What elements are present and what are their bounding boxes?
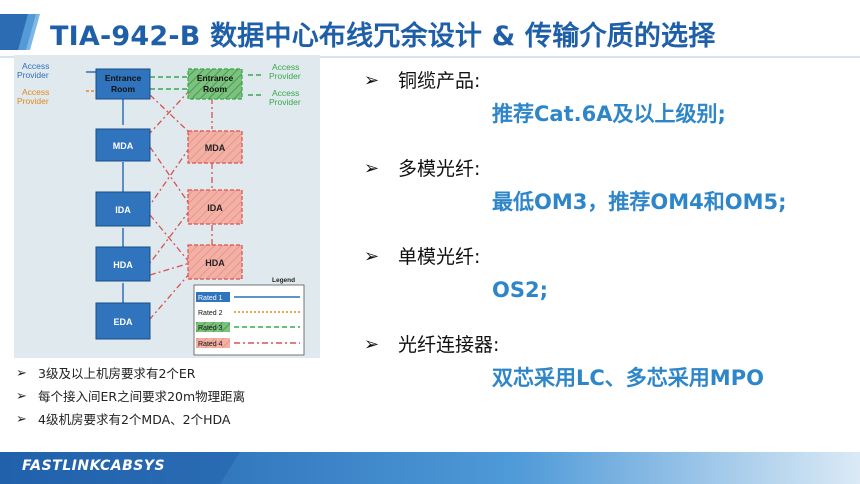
media-item-copper: ➢ 铜缆产品: 推荐Cat.6A及以上级别; xyxy=(362,66,842,132)
note-text: 4级机房要求有2个MDA、2个HDA xyxy=(38,412,231,427)
entrance-room-secondary: Entrance Room xyxy=(187,68,243,100)
note-item: ➢ 每个接入间ER之间要求20m物理距离 xyxy=(16,385,346,408)
hda-redundant-box: HDA xyxy=(187,244,243,280)
svg-text:IDA: IDA xyxy=(115,205,131,215)
notes-list: ➢ 3级及以上机房要求有2个ER ➢ 每个接入间ER之间要求20m物理距离 ➢ … xyxy=(16,362,346,431)
svg-text:Entrance: Entrance xyxy=(105,73,142,83)
legend: Legend Rated 1 Rated 2 Rated 3 Rated 4 xyxy=(193,277,305,356)
media-value: 推荐Cat.6A及以上级别; xyxy=(492,102,726,126)
legend-rated-1: Rated 1 xyxy=(196,292,300,302)
eda-box: EDA xyxy=(95,302,151,340)
svg-text:Legend: Legend xyxy=(272,277,295,284)
svg-text:Rated 1: Rated 1 xyxy=(198,295,223,302)
legend-rated-4: Rated 4 xyxy=(196,338,300,348)
svg-text:MDA: MDA xyxy=(205,143,226,153)
arrow-right-icon: ➢ xyxy=(364,246,380,267)
ida-redundant-box: IDA xyxy=(187,189,243,225)
media-list: ➢ 铜缆产品: 推荐Cat.6A及以上级别; ➢ 多模光纤: 最低OM3，推荐OM4… xyxy=(362,66,842,396)
right-access-provider-2: Access Provider xyxy=(269,88,301,107)
page-title: TIA-942-B 数据中心布线冗余设计 & 传输介质的选择 xyxy=(50,21,716,52)
media-item-multimode: ➢ 多模光纤: 最低OM3，推荐OM4和OM5; xyxy=(362,154,842,220)
media-value: 最低OM3，推荐OM4和OM5; xyxy=(492,190,787,214)
svg-text:EDA: EDA xyxy=(113,317,133,327)
svg-text:Provider: Provider xyxy=(269,97,301,107)
svg-text:Access: Access xyxy=(272,88,299,98)
svg-text:IDA: IDA xyxy=(207,203,223,213)
ida-box: IDA xyxy=(95,191,151,227)
redundancy-diagram: Access Provider Access Provider Access P… xyxy=(14,55,320,358)
redundancy-diagram-svg: Access Provider Access Provider Access P… xyxy=(17,61,305,356)
svg-text:Provider: Provider xyxy=(17,96,49,106)
svg-text:MDA: MDA xyxy=(113,141,134,151)
legend-rated-3: Rated 3 xyxy=(196,322,300,332)
connection-lines xyxy=(86,71,262,320)
arrow-right-icon: ➢ xyxy=(364,158,380,179)
footer-bar xyxy=(0,452,860,484)
entrance-room-primary: Entrance Room xyxy=(95,68,151,100)
media-header: 多模光纤: xyxy=(398,158,481,180)
title-accent-icon xyxy=(0,14,40,50)
svg-text:Provider: Provider xyxy=(17,70,49,80)
svg-text:Rated 3: Rated 3 xyxy=(198,325,223,332)
footer-brand: FASTLINKCABSYS xyxy=(22,458,166,474)
svg-text:HDA: HDA xyxy=(113,260,133,270)
left-access-provider-2: Access Provider xyxy=(17,87,49,106)
right-access-provider-1: Access Provider xyxy=(269,62,301,81)
svg-text:Entrance: Entrance xyxy=(197,73,234,83)
note-item: ➢ 4级机房要求有2个MDA、2个HDA xyxy=(16,408,346,431)
arrow-right-icon: ➢ xyxy=(16,412,27,427)
arrow-right-icon: ➢ xyxy=(364,334,380,355)
note-text: 3级及以上机房要求有2个ER xyxy=(38,366,196,381)
svg-text:Room: Room xyxy=(203,84,228,94)
svg-text:Access: Access xyxy=(272,62,299,72)
note-item: ➢ 3级及以上机房要求有2个ER xyxy=(16,362,346,385)
note-text: 每个接入间ER之间要求20m物理距离 xyxy=(38,389,246,404)
svg-text:Rated 4: Rated 4 xyxy=(198,341,223,348)
svg-text:Room: Room xyxy=(111,84,136,94)
media-value: OS2; xyxy=(492,278,548,302)
media-header: 光纤连接器: xyxy=(398,334,500,356)
media-header: 单模光纤: xyxy=(398,246,481,268)
mda-redundant-box: MDA xyxy=(187,130,243,164)
hda-box: HDA xyxy=(95,246,151,282)
svg-text:Provider: Provider xyxy=(269,71,301,81)
arrow-right-icon: ➢ xyxy=(16,389,27,404)
svg-text:Rated 2: Rated 2 xyxy=(198,310,223,317)
media-header: 铜缆产品: xyxy=(398,70,481,92)
media-value: 双芯采用LC、多芯采用MPO xyxy=(492,366,764,390)
svg-text:Access: Access xyxy=(22,61,49,71)
arrow-right-icon: ➢ xyxy=(16,366,27,381)
left-access-provider-1: Access Provider xyxy=(17,61,49,80)
svg-text:Access: Access xyxy=(22,87,49,97)
legend-rated-2: Rated 2 xyxy=(198,310,300,317)
media-item-connector: ➢ 光纤连接器: 双芯采用LC、多芯采用MPO xyxy=(362,330,842,396)
svg-text:HDA: HDA xyxy=(205,258,225,268)
arrow-right-icon: ➢ xyxy=(364,70,380,91)
media-item-singlemode: ➢ 单模光纤: OS2; xyxy=(362,242,842,308)
mda-box: MDA xyxy=(95,128,151,162)
